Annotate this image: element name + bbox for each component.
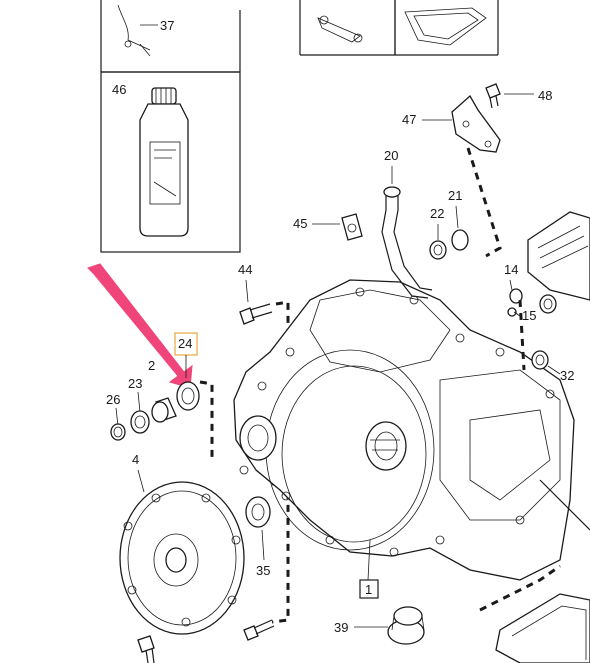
callout-20: 20 [384, 148, 398, 163]
callout-26: 26 [106, 392, 120, 407]
bracket-47 [451, 94, 501, 153]
callout-21: 21 [448, 188, 462, 203]
pipe-20 [381, 186, 433, 299]
callout-39: 39 [334, 620, 348, 635]
callout-45: 45 [293, 216, 307, 231]
seal-24 [176, 381, 200, 411]
seal-22 [429, 240, 447, 260]
highlight-arrow [87, 263, 193, 389]
seal-right [539, 294, 557, 314]
valve-body [527, 211, 590, 301]
callout-48: 48 [538, 88, 552, 103]
callout-22: 22 [430, 206, 444, 221]
seal-ring-26 [110, 423, 126, 441]
callout-23: 23 [128, 376, 142, 391]
callout-15: 15 [522, 308, 536, 323]
callout-4: 4 [132, 452, 139, 467]
callout-35: 35 [256, 563, 270, 578]
torque-converter [119, 481, 245, 635]
bolt-bottom [243, 619, 275, 641]
inset-box-bracket [299, 0, 396, 56]
filter-39 [387, 606, 425, 645]
o-ring-21 [451, 229, 469, 251]
seal-35 [245, 496, 271, 528]
transmission-housing [233, 279, 590, 581]
bolt-44 [239, 303, 273, 325]
inset-box-46: 46 [100, 71, 241, 253]
callout-47: 47 [402, 112, 416, 127]
fluid-bottle-icon [139, 87, 189, 237]
callout-24: 24 [178, 336, 192, 351]
clip-45 [341, 213, 363, 241]
callout-14: 14 [504, 262, 518, 277]
callout-44: 44 [238, 262, 252, 277]
callout-32: 32 [560, 368, 574, 383]
callout-24-box: 24 [174, 332, 198, 378]
inset-box-37: 37 [100, 0, 241, 73]
oil-pan [479, 564, 590, 663]
plug-14 [507, 288, 523, 317]
callout-37: 37 [160, 18, 174, 33]
callout-46: 46 [112, 82, 126, 97]
callout-1: 1 [365, 582, 372, 597]
seal-32 [531, 350, 549, 370]
callout-1-box: 1 [359, 539, 379, 599]
bolt-48 [485, 83, 501, 109]
callout-2x: 2 [148, 358, 155, 373]
inset-box-gasket [394, 0, 499, 56]
bolt-bottom-left [137, 635, 155, 663]
bushing-23 [130, 410, 150, 434]
spacer [151, 397, 177, 423]
